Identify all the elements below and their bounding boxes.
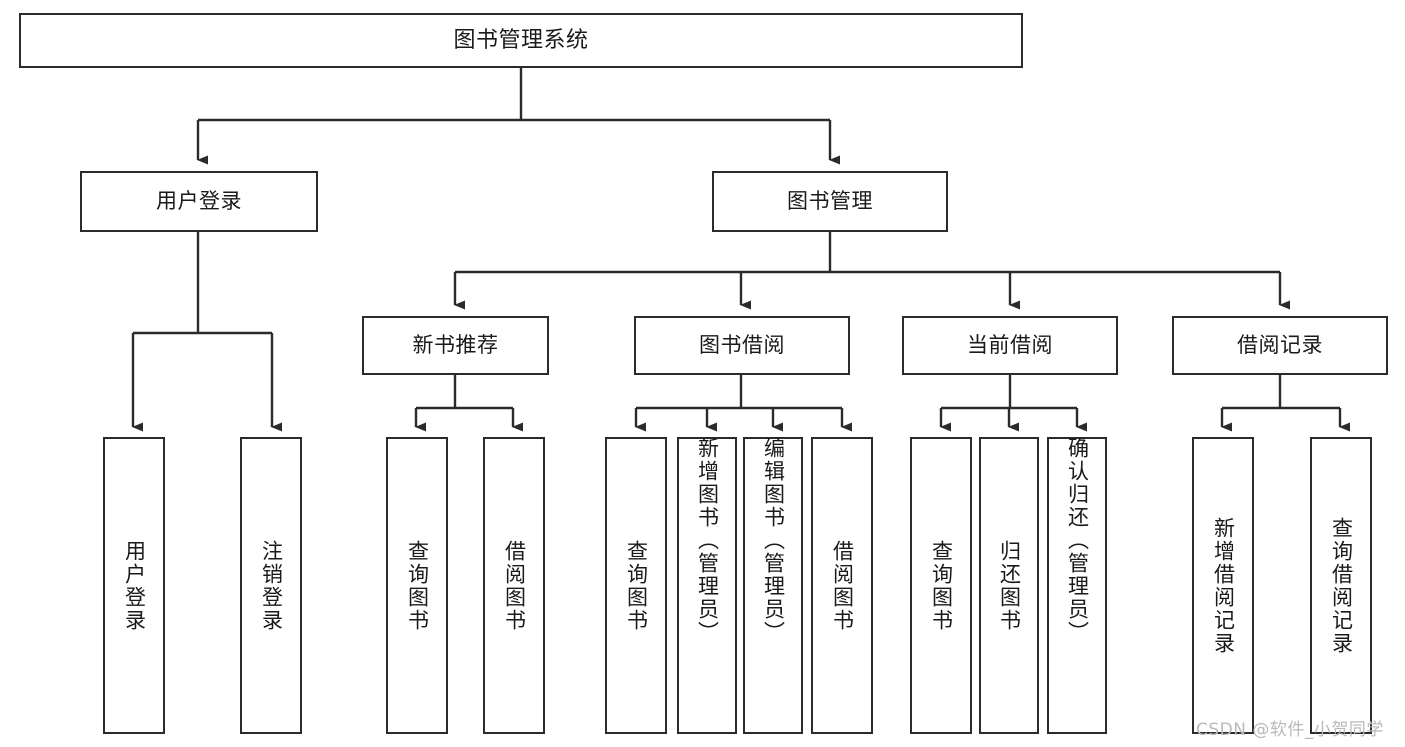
node-label: 归还图书: [997, 539, 1022, 632]
node-label: 新书推荐: [412, 333, 499, 358]
leaf-edit-book-admin[interactable]: 编辑图书（管理员）: [743, 437, 803, 734]
node-label: 借阅记录: [1237, 333, 1323, 358]
leaf-query-book-borrow[interactable]: 查询图书: [605, 437, 667, 734]
node-label: 图书管理: [787, 189, 873, 214]
node-label: 编辑图书（管理员）: [761, 437, 786, 644]
node-label: 新增图书（管理员）: [695, 437, 720, 644]
node-user-login[interactable]: 用户登录: [80, 171, 318, 232]
node-label: 当前借阅: [967, 333, 1053, 358]
leaf-query-book-current[interactable]: 查询图书: [910, 437, 972, 734]
node-label: 新增借阅记录: [1211, 516, 1236, 655]
leaf-query-book-recommend[interactable]: 查询图书: [386, 437, 448, 734]
csdn-watermark: CSDN @软件_小贺同学: [1196, 720, 1384, 740]
node-borrow-record[interactable]: 借阅记录: [1172, 316, 1388, 375]
node-label: 查询借阅记录: [1329, 516, 1354, 655]
leaf-confirm-return-admin[interactable]: 确认归还（管理员）: [1047, 437, 1107, 734]
node-label: 图书管理系统: [453, 27, 589, 53]
leaf-borrow-book-recommend[interactable]: 借阅图书: [483, 437, 545, 734]
node-new-book-recommend[interactable]: 新书推荐: [362, 316, 549, 375]
node-label: 用户登录: [122, 539, 147, 632]
leaf-query-borrow-record[interactable]: 查询借阅记录: [1310, 437, 1372, 734]
node-label: 用户登录: [156, 189, 242, 214]
node-current-borrow[interactable]: 当前借阅: [902, 316, 1118, 375]
node-label: 图书借阅: [699, 333, 785, 358]
node-book-management[interactable]: 图书管理: [712, 171, 948, 232]
leaf-return-book[interactable]: 归还图书: [979, 437, 1039, 734]
node-label: 查询图书: [405, 539, 430, 632]
leaf-add-book-admin[interactable]: 新增图书（管理员）: [677, 437, 737, 734]
leaf-user-login[interactable]: 用户登录: [103, 437, 165, 734]
node-book-borrow[interactable]: 图书借阅: [634, 316, 850, 375]
node-label: 确认归还（管理员）: [1065, 437, 1090, 644]
node-label: 借阅图书: [502, 539, 527, 632]
leaf-add-borrow-record[interactable]: 新增借阅记录: [1192, 437, 1254, 734]
node-label: 注销登录: [259, 539, 284, 632]
leaf-user-logout[interactable]: 注销登录: [240, 437, 302, 734]
node-label: 借阅图书: [830, 539, 855, 632]
node-label: 查询图书: [624, 539, 649, 632]
node-root-book-management-system[interactable]: 图书管理系统: [19, 13, 1023, 68]
node-label: 查询图书: [929, 539, 954, 632]
leaf-borrow-book-borrow[interactable]: 借阅图书: [811, 437, 873, 734]
